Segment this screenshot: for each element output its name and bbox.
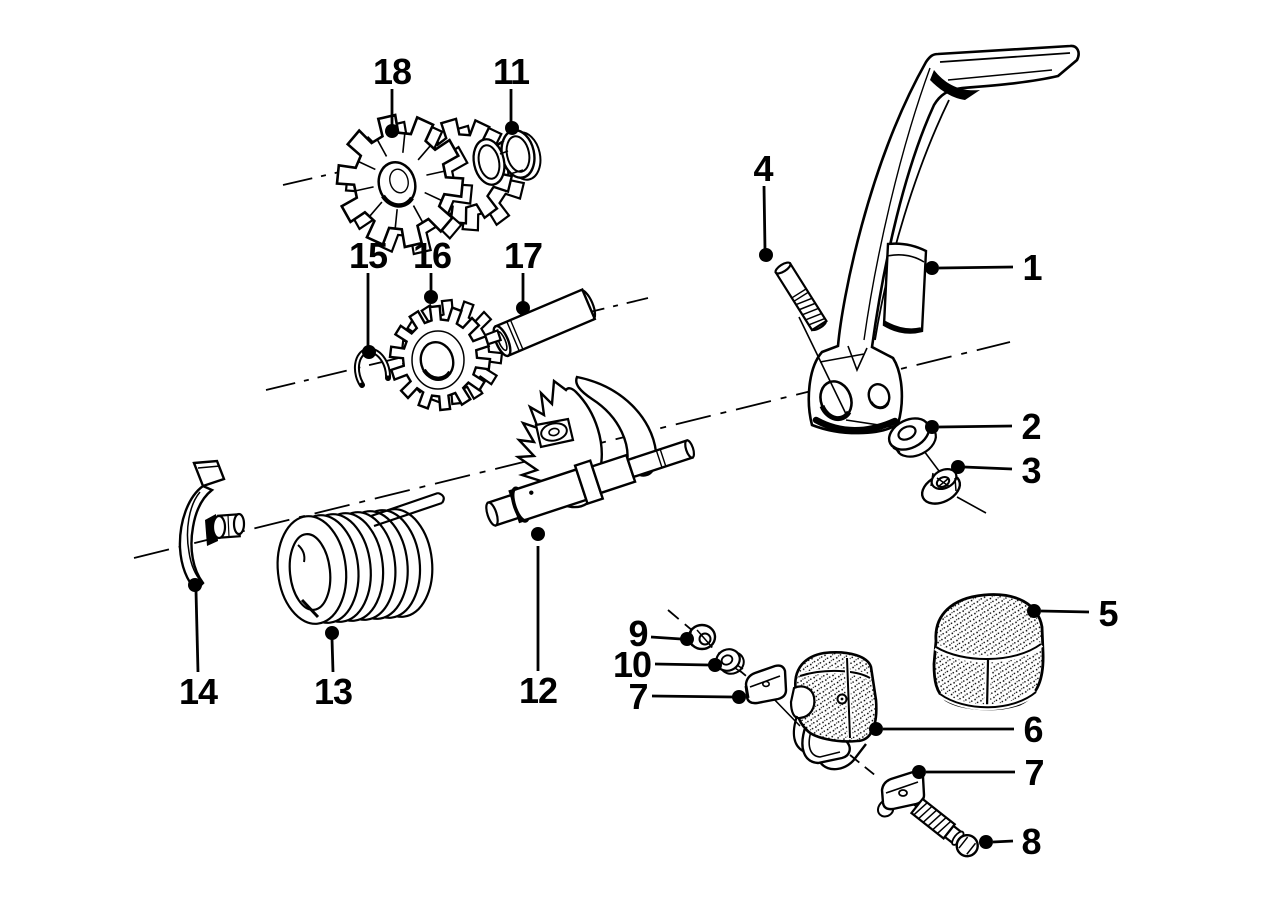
callout-1-label: 1 [1022,247,1042,288]
callout-9-label: 9 [628,613,647,654]
callout-4-dot [759,248,773,262]
callout-9-leader [650,635,682,641]
callout-3-dot [951,460,965,474]
callout-1-dot [925,261,939,275]
callout-9-dot [680,632,694,646]
callout-7a-leader [651,694,734,699]
gear-spoke [394,209,398,229]
callout-14-dot [188,578,202,592]
callout-5-leader [1040,609,1090,614]
callout-2-dot [925,420,939,434]
callout-1-leader [938,265,1014,270]
part-3-nut [920,468,962,505]
callout-11-label: 11 [493,51,530,92]
callout-14-leader [194,590,200,673]
callout-8-leader [992,839,1014,844]
callout-4-leader [762,185,767,251]
callout-16-label: 16 [413,235,451,276]
gear-spoke [358,161,376,171]
part-12-kickstarter-shaft [485,375,696,527]
gear-spoke [376,139,388,157]
part-7b-clamp-plate [877,770,926,818]
part-10-lock-washer [715,648,745,675]
callout-12-dot [531,527,545,541]
callout-8-label: 8 [1021,821,1040,862]
part-16-idler-gear [388,298,504,412]
callout-3-label: 3 [1021,450,1040,491]
part-17-gear-pin [492,287,597,358]
part-7a-clamp-plate [744,664,788,705]
pedal-boss [882,242,928,334]
axis-gear-18 [282,146,450,186]
part-13-return-spring [276,491,445,625]
callout-8-dot [979,835,993,849]
gear-spoke [402,133,406,153]
callout-3-leader [963,465,1013,471]
part-4-pin [774,261,828,332]
part-6-rubber-buffer [789,651,878,771]
gear-spoke [424,191,442,201]
callout-5-dot [1027,604,1041,618]
callout-10-dot [708,658,722,672]
gear-spoke [355,186,374,192]
callout-17-dot [516,301,530,315]
line-pin-to-hub [798,316,847,415]
callout-12-label: 12 [519,670,557,711]
callout-18-label: 18 [373,51,411,92]
callout-11-dot [505,121,519,135]
axis-clamp-screw [667,609,759,687]
callout-15-dot [362,345,376,359]
callout-13-dot [325,626,339,640]
callout-6-label: 6 [1023,709,1042,750]
callout-2-label: 2 [1021,406,1040,447]
callout-17-label: 17 [504,235,542,276]
callout-7a-dot [732,690,746,704]
callout-5-label: 5 [1098,593,1118,634]
part-5-pedal-rubber [932,593,1045,711]
part-11-shim-rings [472,129,542,186]
callout-7b-label: 7 [1024,752,1043,793]
callout-16-dot [424,290,438,304]
buffer-jaw [789,685,816,720]
gear-spoke [417,145,431,161]
callout-13-label: 13 [314,671,352,712]
callout-7a-label: 7 [628,676,647,717]
callout-18-dot [385,124,399,138]
callout-6-dot [869,722,883,736]
callout-10-leader [654,662,710,667]
callout-7b-dot [912,765,926,779]
callout-4-label: 4 [753,148,773,189]
callout-15-label: 15 [349,235,388,276]
gear-spoke [426,170,445,176]
part-14-spring-anchor [178,459,246,592]
callout-13-leader [330,638,335,673]
part-18-ratchet-gear [335,113,526,256]
callout-2-leader [938,424,1013,429]
callout-14-label: 14 [179,671,218,712]
gear-spoke [369,201,383,217]
callout-10-label: 10 [613,644,651,685]
part-8-bolt [909,797,979,858]
gear-spoke [412,205,424,223]
